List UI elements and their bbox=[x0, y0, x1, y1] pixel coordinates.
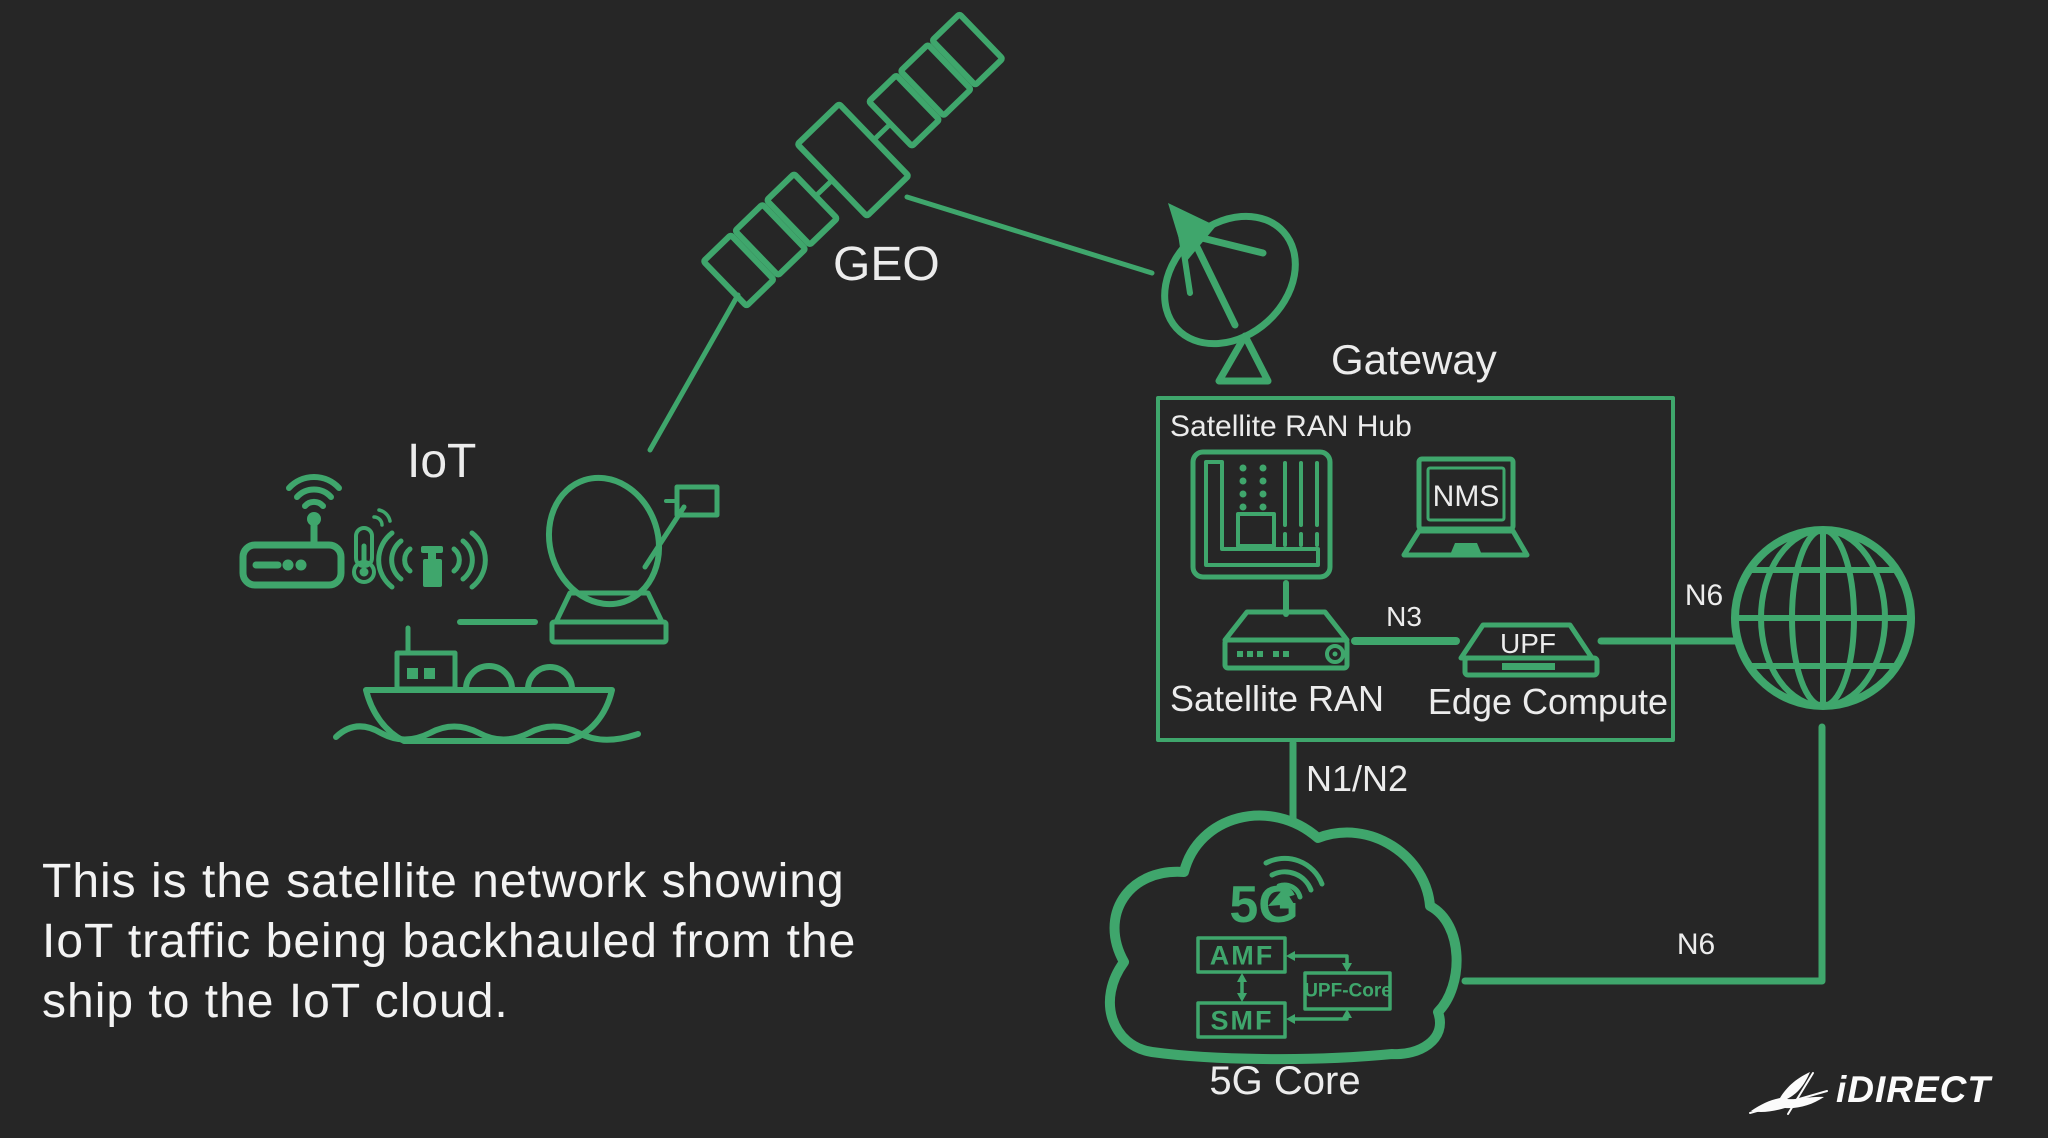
smf-label: SMF bbox=[1210, 1005, 1274, 1036]
geo-satellite-icon bbox=[701, 11, 1005, 309]
n3-link-label: N3 bbox=[1386, 601, 1422, 632]
caption-line: ship to the IoT cloud. bbox=[42, 975, 509, 1028]
amf-box bbox=[1196, 936, 1287, 974]
hub-title: Satellite RAN Hub bbox=[1170, 410, 1412, 443]
idirect-logo-icon bbox=[1749, 1072, 1828, 1115]
arrow-amf-smf bbox=[1237, 973, 1247, 1002]
arrow-amf-upfcore bbox=[1286, 951, 1352, 972]
iot-label: IoT bbox=[407, 435, 477, 488]
n6-hub-link-label: N6 bbox=[1684, 579, 1724, 612]
idirect-logo-text: iDIRECT bbox=[1836, 1069, 1991, 1110]
arrow-smf-upfcore bbox=[1286, 1009, 1352, 1024]
smf-box bbox=[1196, 1001, 1287, 1039]
n1n2-link-label: N1/N2 bbox=[1306, 758, 1409, 799]
iot-router-icon bbox=[239, 474, 345, 589]
link-satellite-ship bbox=[647, 292, 741, 453]
upf-device-label: UPF bbox=[1500, 628, 1556, 659]
nms-label: NMS bbox=[1432, 480, 1500, 513]
n6-core-link-label: N6 bbox=[1676, 928, 1716, 961]
wifi-arcs bbox=[286, 474, 342, 509]
n6-core-line bbox=[1461, 723, 1826, 985]
caption-text: This is the satellite network showing Io… bbox=[42, 852, 856, 1032]
radio-sensor-icon bbox=[376, 530, 488, 590]
upf-device-icon bbox=[1458, 622, 1600, 678]
water-wave bbox=[333, 723, 641, 743]
ship-icon bbox=[333, 625, 641, 744]
amf-label: AMF bbox=[1209, 940, 1275, 971]
upf-core-box bbox=[1303, 971, 1392, 1011]
thermometer-icon bbox=[352, 508, 392, 584]
link-satellite-gateway bbox=[904, 194, 1155, 276]
5g-core-label: 5G Core bbox=[1209, 1059, 1361, 1103]
5g-wifi-arcs bbox=[1263, 855, 1325, 906]
satellite-ran-modem-icon bbox=[1222, 609, 1350, 671]
hub-server-icon bbox=[1190, 449, 1333, 580]
arrowhead bbox=[1168, 203, 1216, 262]
upf-core-label: UPF-Core bbox=[1304, 980, 1392, 1002]
nms-laptop-icon bbox=[1401, 456, 1530, 558]
core-cloud-icon bbox=[1104, 810, 1462, 1065]
edge-compute-label: Edge Compute bbox=[1427, 681, 1669, 722]
satellite-ran-label: Satellite RAN bbox=[1169, 678, 1385, 719]
gateway-label: Gateway bbox=[1331, 336, 1497, 383]
geo-label: GEO bbox=[833, 238, 940, 291]
internet-globe-icon bbox=[1731, 526, 1915, 710]
caption-line: This is the satellite network showing bbox=[42, 855, 845, 908]
satellite-ran-hub-box bbox=[1156, 396, 1675, 742]
gateway-dish-icon bbox=[1161, 203, 1299, 385]
caption-line: IoT traffic being backhauled from the bbox=[42, 915, 857, 968]
vsat-dish-icon bbox=[457, 474, 720, 645]
5g-logo-text: 5G bbox=[1229, 876, 1299, 934]
